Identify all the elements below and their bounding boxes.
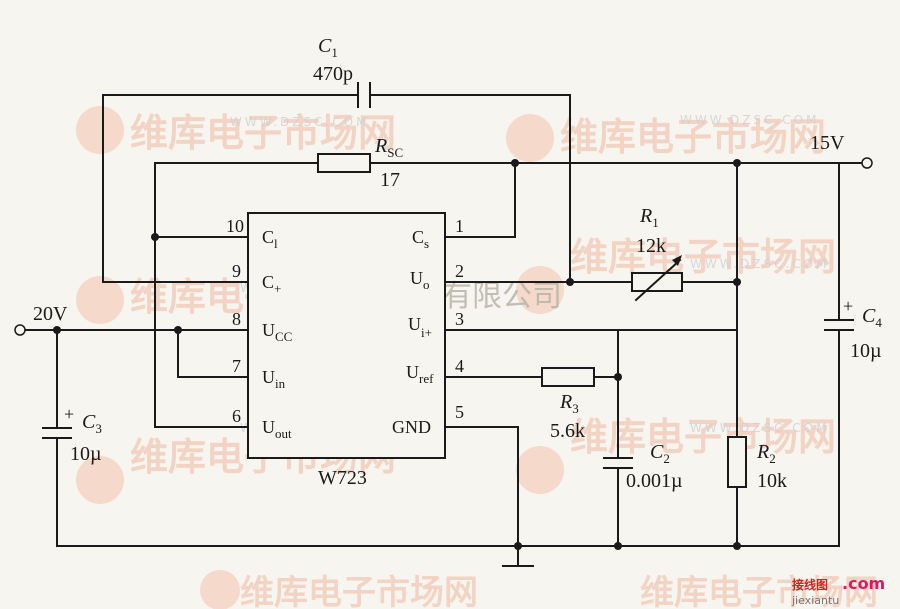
capacitor-c4: + C4 10µ bbox=[824, 296, 882, 362]
pin-number: 10 bbox=[226, 216, 244, 236]
capacitor-c2: C2 0.001µ bbox=[603, 441, 683, 492]
pin-label: UCC bbox=[262, 320, 292, 344]
resistor-r1: R1 12k bbox=[631, 205, 683, 302]
footer-logo: 接线图 .com jiexiantu bbox=[791, 574, 885, 607]
watermark-brand-text: 维库电子市场网 bbox=[240, 573, 478, 609]
output-voltage-label: 15V bbox=[810, 132, 845, 154]
watermark-brand-text: 维库电子市场网 bbox=[640, 573, 878, 609]
junction-dot bbox=[733, 278, 741, 286]
c3-value: 10µ bbox=[70, 443, 102, 465]
junction-dot bbox=[53, 326, 61, 334]
watermark-brand-text: 维库电子市场网 bbox=[130, 111, 396, 155]
pin-number: 2 bbox=[455, 261, 464, 281]
watermark-url-text: WWW.DZSC.COM bbox=[680, 113, 819, 127]
junction-dot bbox=[511, 159, 519, 167]
junction-dot bbox=[151, 233, 159, 241]
junction-dot bbox=[514, 542, 522, 550]
watermark-logo-4: 维库电子市场网 WWW.DZSC.COM bbox=[516, 235, 836, 314]
pin-number: 3 bbox=[455, 309, 464, 329]
pin-number: 1 bbox=[455, 216, 464, 236]
watermark-url-text: WWW.DZSC.COM bbox=[230, 115, 369, 129]
footer-host-text: jiexiantu bbox=[791, 594, 839, 607]
output-terminal bbox=[861, 157, 873, 169]
c1-value: 470p bbox=[313, 63, 353, 85]
pin-number: 9 bbox=[232, 261, 241, 281]
watermark-brand-text: 维库电子市场网 bbox=[570, 235, 836, 279]
ic-w723: W723 10 Cl 9 C+ 8 UCC 7 Uin 6 Uout 1 Cs … bbox=[226, 212, 464, 489]
watermark-logo-2: 维库电子市场网 WWW.DZSC.COM bbox=[506, 113, 826, 162]
pin-label: Uo bbox=[410, 268, 430, 292]
watermark-logo-6: 维库电子市场网 WWW.DZSC.COM bbox=[516, 415, 836, 494]
watermark-url-text: WWW.DZSC.COM bbox=[690, 257, 829, 271]
input-terminal bbox=[14, 324, 26, 336]
pin-number: 6 bbox=[232, 406, 241, 426]
pin-number: 8 bbox=[232, 309, 241, 329]
resistor-rsc: RSC 17 bbox=[317, 135, 403, 191]
watermark-url-text: WWW.DZSC.COM bbox=[690, 421, 829, 435]
variable-arrow-icon bbox=[672, 255, 682, 266]
c3-label: C3 bbox=[82, 411, 102, 436]
c4-value: 10µ bbox=[850, 340, 882, 362]
junction-dot bbox=[614, 373, 622, 381]
c1-label: C1 bbox=[318, 35, 338, 60]
c2-value: 0.001µ bbox=[626, 470, 683, 492]
pin-number: 5 bbox=[455, 402, 464, 422]
junction-dot bbox=[614, 542, 622, 550]
junction-dot bbox=[733, 542, 741, 550]
watermark-logo-1: 维库电子市场网 WWW.DZSC.COM bbox=[76, 106, 396, 155]
pin-label: GND bbox=[392, 417, 431, 437]
pin-label: C+ bbox=[262, 272, 281, 296]
footer-dotcom-text: .com bbox=[842, 574, 885, 593]
pin-label: Ui+ bbox=[408, 314, 432, 340]
junction-dot bbox=[174, 326, 182, 334]
r1-value: 12k bbox=[636, 235, 666, 257]
r1-label: R1 bbox=[639, 205, 659, 230]
junctions bbox=[53, 159, 741, 550]
watermark-brand-text: 维库电子市场网 bbox=[570, 415, 836, 459]
pin-label: Uout bbox=[262, 417, 292, 441]
ic-name-label: W723 bbox=[318, 467, 367, 489]
r3-value: 5.6k bbox=[550, 420, 585, 442]
pin-number: 7 bbox=[232, 356, 241, 376]
c4-label: C4 bbox=[862, 305, 882, 330]
wires bbox=[24, 94, 863, 567]
resistor-r2: R2 10k bbox=[727, 436, 787, 492]
pin-label: Cs bbox=[412, 227, 429, 251]
capacitor-c3: + C3 10µ bbox=[42, 404, 102, 465]
watermark-layer: 维库电子市场网 WWW.DZSC.COM 维库电子市场网 WWW.DZSC.CO… bbox=[76, 106, 878, 609]
footer-site-text: 接线图 bbox=[792, 577, 828, 592]
resistor-r3: R3 5.6k bbox=[541, 367, 595, 442]
junction-dot bbox=[566, 278, 574, 286]
watermark-brand-text: 维库电子市场网 bbox=[560, 115, 826, 159]
c2-label: C2 bbox=[650, 441, 670, 466]
pin-number: 4 bbox=[455, 356, 464, 376]
rsc-value: 17 bbox=[380, 169, 400, 191]
c3-polarity: + bbox=[64, 404, 74, 424]
pin-label: Uref bbox=[406, 362, 434, 386]
pin-label: Uin bbox=[262, 367, 286, 391]
r2-value: 10k bbox=[757, 470, 787, 492]
c4-polarity: + bbox=[843, 296, 853, 316]
junction-dot bbox=[733, 159, 741, 167]
watermark-logo-7: 维库电子市场网 维库电子市场网 bbox=[200, 570, 878, 609]
r3-label: R3 bbox=[559, 391, 579, 416]
input-voltage-label: 20V bbox=[33, 303, 68, 325]
r2-label: R2 bbox=[756, 441, 776, 466]
rsc-label: RSC bbox=[374, 135, 403, 160]
pin-label: Cl bbox=[262, 227, 278, 251]
capacitor-c1: C1 470p bbox=[313, 35, 371, 108]
